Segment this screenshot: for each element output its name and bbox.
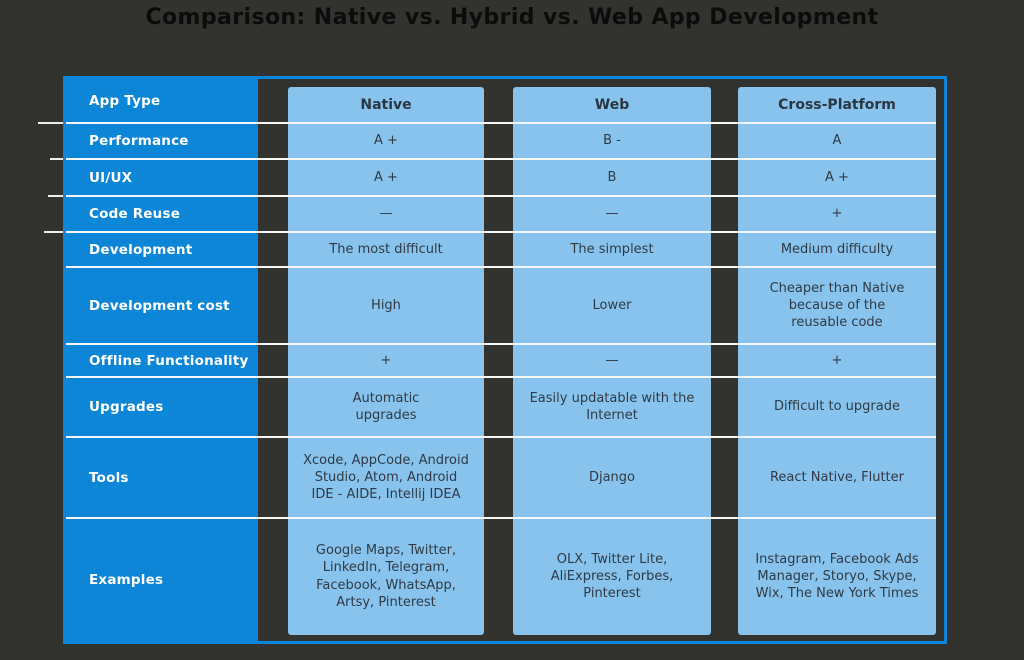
column-header-cross-platform: Cross-Platform [778,96,896,113]
row-separator [66,517,936,519]
cell-web-offline: — [605,352,619,368]
column-header-web: Web [594,96,630,113]
cell-cross-development-cost: Cheaper than Native because of the reusa… [769,280,905,331]
cell-cross-upgrades: Difficult to upgrade [774,399,900,415]
cell-native-ui-ux: A + [374,169,398,185]
column-cross-platform: Cross-Platform A A + + Medium difficulty… [738,87,936,635]
cell-cross-ui-ux: A + [825,169,849,185]
page-title: Comparison: Native vs. Hybrid vs. Web Ap… [145,5,879,30]
row-label-ui-ux: UI/UX [89,169,133,186]
cell-native-offline: + [380,352,392,368]
cell-cross-examples: Instagram, Facebook Ads Manager, Storyo,… [755,551,919,602]
row-label-upgrades: Upgrades [89,399,164,415]
row-label-development-cost: Development cost [89,297,230,314]
row-label-app-type: App Type [89,93,161,109]
row-tick [38,122,63,124]
cell-cross-development: Medium difficulty [780,241,894,257]
row-separator [66,266,936,268]
cell-native-examples: Google Maps, Twitter, LinkedIn, Telegram… [315,543,457,610]
cell-native-code-reuse: — [379,206,393,222]
cell-web-development-cost: Lower [592,297,632,313]
column-web: Web B - B — The simplest Lower — Easily … [513,87,711,635]
cell-native-development-cost: High [371,297,401,313]
cell-native-tools: Xcode, AppCode, Android Studio, Atom, An… [303,452,469,503]
cell-web-code-reuse: — [605,206,619,222]
cell-web-tools: Django [588,469,636,485]
row-tick [48,195,63,197]
row-label-code-reuse: Code Reuse [89,206,181,222]
column-header-native: Native [360,96,412,113]
cell-web-development: The simplest [570,241,654,257]
cell-cross-tools: React Native, Flutter [769,469,904,485]
cell-native-development: The most difficult [329,241,443,257]
cell-web-ui-ux: B [607,169,617,185]
cell-native-upgrades: Automatic upgrades [352,390,420,423]
row-label-tools: Tools [89,469,129,486]
cell-web-examples: OLX, Twitter Lite, AliExpress, Forbes, P… [550,551,674,602]
row-separator [66,376,936,378]
cell-cross-performance: A [832,133,842,149]
row-header-column: App Type Performance UI/UX Code Reuse De… [66,79,258,641]
row-separator [66,231,936,233]
row-tick [50,158,63,160]
row-separator [66,436,936,438]
row-tick [44,231,63,233]
column-native: Native A + A + — The most difficult High… [288,87,484,635]
row-label-development: Development [89,241,193,258]
row-separator [66,195,936,197]
cell-cross-offline: + [831,352,843,368]
cell-cross-code-reuse: + [831,206,843,222]
row-separator [66,343,936,345]
row-separator [66,158,936,160]
comparison-table: App Type Performance UI/UX Code Reuse De… [38,76,947,644]
row-label-examples: Examples [89,571,164,588]
cell-web-upgrades: Easily updatable with the Internet [529,390,695,423]
cell-native-performance: A + [374,133,398,149]
cell-web-performance: B - [603,133,621,149]
row-separator [66,122,936,124]
row-label-performance: Performance [89,133,189,149]
row-label-offline-functionality: Offline Functionality [89,352,249,369]
